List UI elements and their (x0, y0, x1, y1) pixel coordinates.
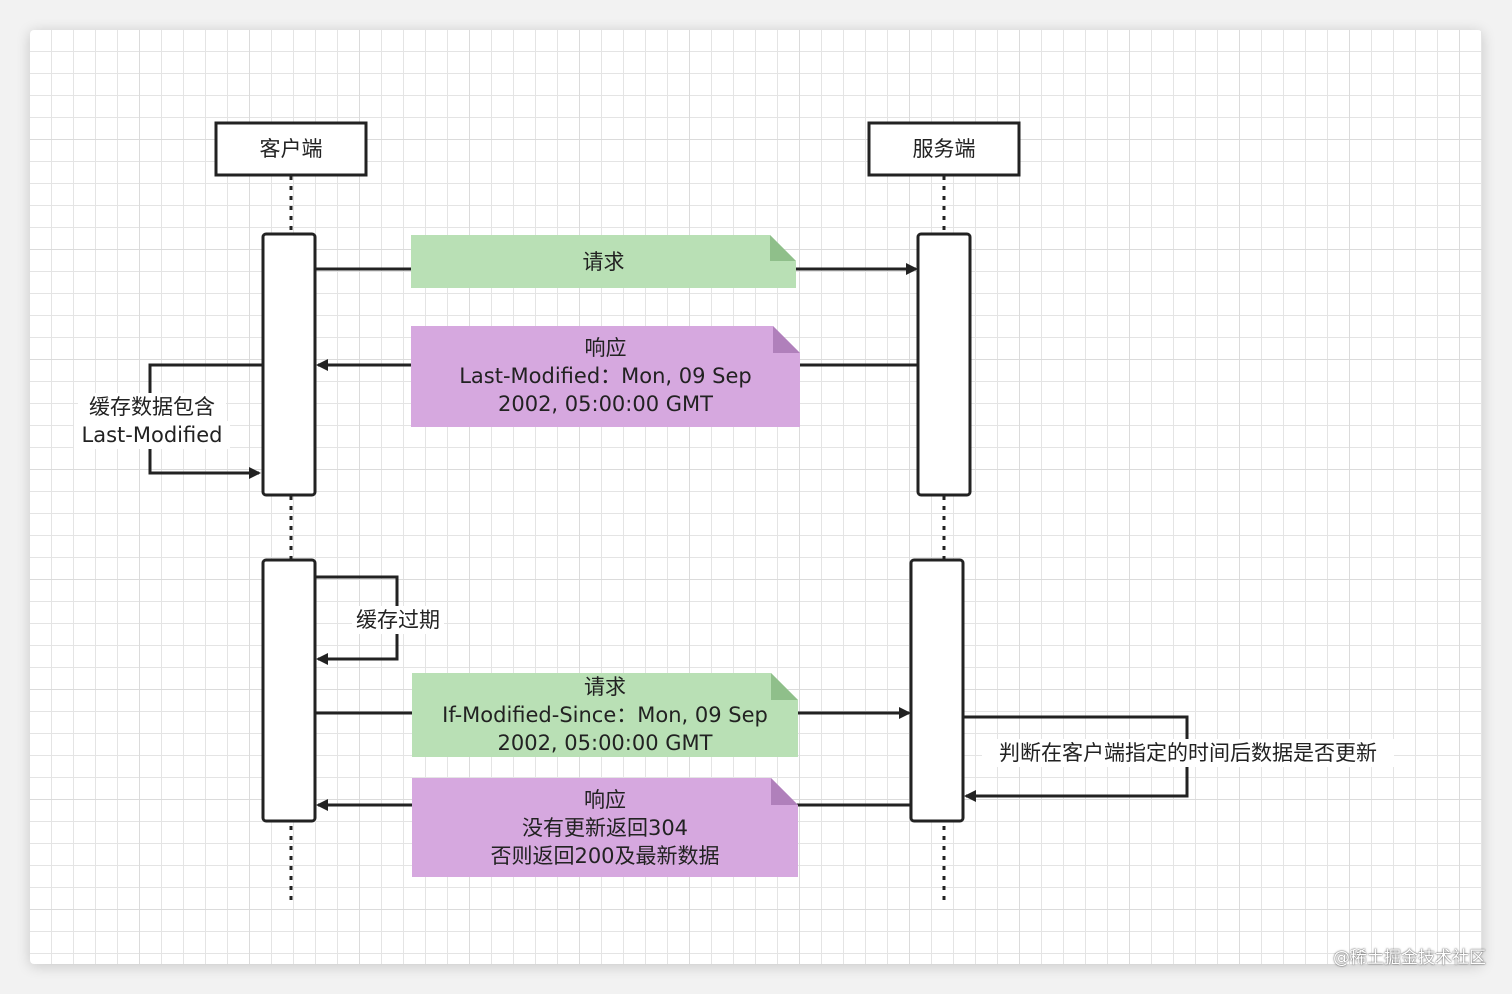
response2-note (412, 778, 798, 877)
response1-header: Last-Modified：Mon, 09 Sep (459, 364, 752, 388)
request2-label: 请求 (584, 675, 626, 699)
response1-note-fold (773, 326, 800, 353)
response1-date: 2002, 05:00:00 GMT (497, 392, 713, 416)
request1-note (411, 235, 796, 288)
request2-note (412, 673, 798, 757)
server-activation-1 (916, 232, 972, 497)
cache-store-header: Last-Modified (74, 421, 230, 449)
diagram-canvas (30, 30, 1482, 964)
cache-store-label: 缓存数据包含 (78, 393, 226, 421)
client-activation-1 (261, 232, 317, 497)
client-activation-2 (261, 558, 317, 823)
server-participant-box (867, 121, 1021, 177)
response1-label: 响应 (584, 336, 627, 360)
request2-header: If-Modified-Since：Mon, 09 Sep (442, 703, 768, 727)
response2-not-modified: 没有更新返回304 (521, 816, 689, 840)
response1-note (411, 326, 800, 427)
response2-modified: 否则返回200及最新数据 (490, 844, 720, 868)
watermark: @稀土掘金技术社区 (1333, 948, 1486, 968)
request2-date: 2002, 05:00:00 GMT (497, 731, 713, 755)
server-check-label: 判断在客户端指定的时间后数据是否更新 (982, 739, 1394, 767)
response2-note-fold (771, 778, 798, 805)
request1-note-fold (770, 235, 796, 261)
client-label: 客户端 (259, 137, 323, 161)
client-participant-box (214, 121, 368, 177)
cache-expired-label: 缓存过期 (352, 606, 444, 634)
server-activation-2 (909, 558, 965, 823)
response2-label: 响应 (584, 788, 626, 812)
request2-note-fold (771, 673, 798, 700)
server-label: 服务端 (912, 137, 976, 161)
request1-label: 请求 (582, 250, 625, 274)
